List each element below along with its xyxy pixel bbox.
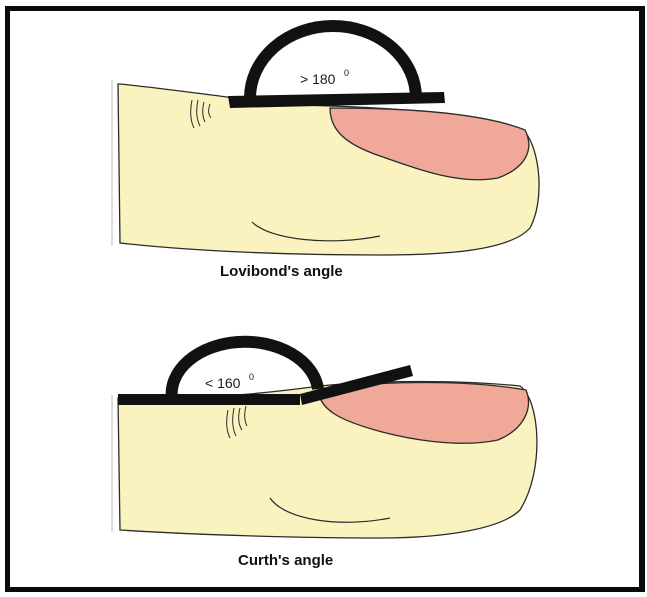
caption-lovibond: Lovibond's angle: [220, 263, 343, 280]
ruler-bar: [118, 394, 300, 405]
angle-label: > 180: [300, 71, 336, 87]
degree-mark: 0: [249, 372, 254, 382]
lovibond-finger: [112, 80, 539, 255]
lovibond-protractor: > 180 0: [228, 26, 445, 108]
protractor-arc: [250, 26, 416, 98]
degree-mark: 0: [344, 68, 349, 78]
angle-label: < 160: [205, 375, 241, 391]
caption-curth: Curth's angle: [238, 552, 333, 569]
